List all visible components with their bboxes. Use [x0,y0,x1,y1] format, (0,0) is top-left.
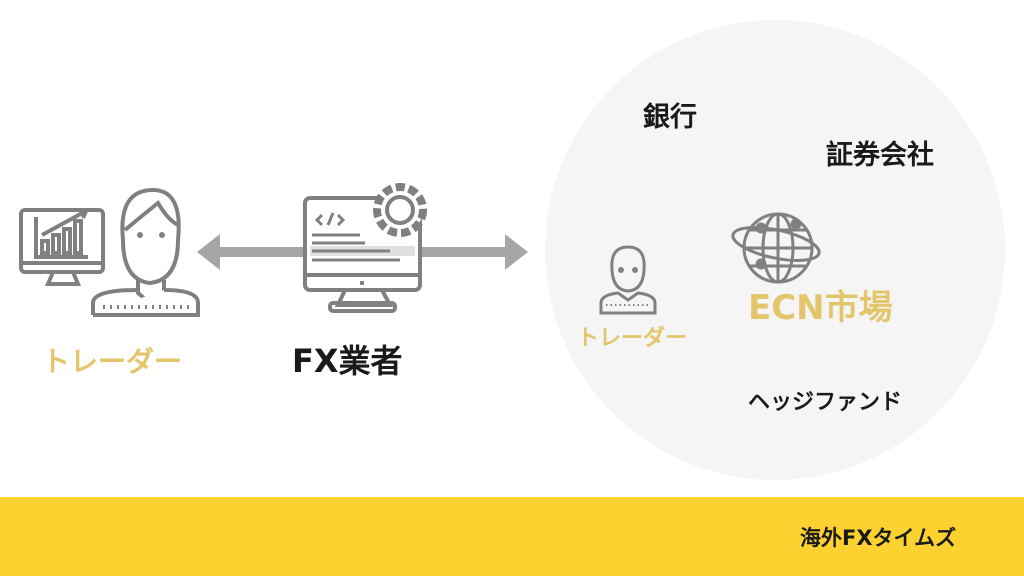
globe-network-icon [731,212,821,284]
securities-label: 証券会社 [826,140,934,171]
trader-label: トレーダー [42,345,183,378]
fx-broker-label: FX業者 [292,342,403,380]
ecn-market-label: ECN市場 [748,288,893,328]
hedge-fund-label: ヘッジファンド [748,390,903,415]
broker-computer-gear-icon [303,183,427,313]
trader-with-chart-monitor-icon [19,187,200,317]
trader-icon [599,245,657,315]
market-trader-label: トレーダー [577,326,688,351]
bank-label: 銀行 [643,102,697,133]
footer-band [0,497,1024,576]
footer-brand: 海外FXタイムズ [800,526,957,550]
